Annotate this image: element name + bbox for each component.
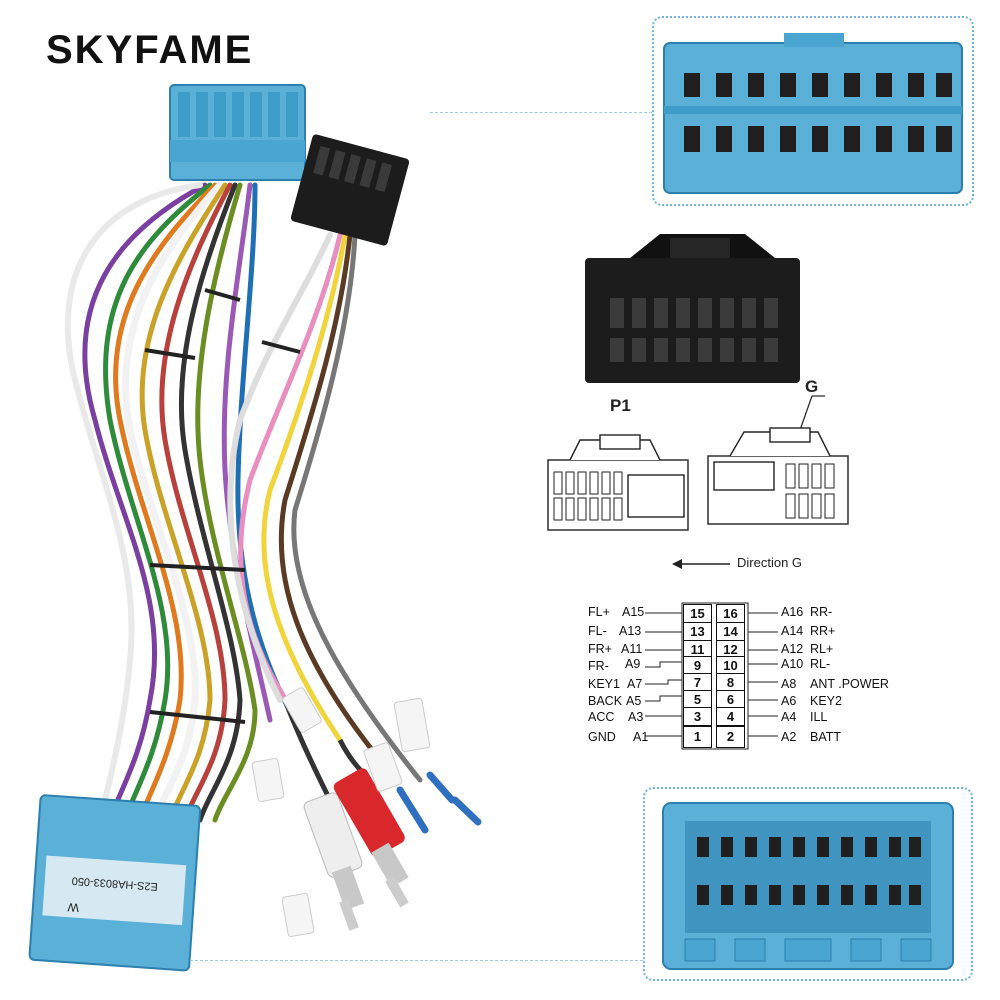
pin-label-right: ANT .POWER — [810, 677, 889, 691]
pin-number-box: 1 — [683, 726, 712, 748]
wiring-harness-photo: E2S-HA8033-050 W — [28, 84, 482, 972]
pin-number-box: 6 — [716, 690, 745, 709]
pin-code-right: A6 — [781, 694, 797, 708]
pin-label-left: KEY1 — [588, 677, 620, 691]
pin-code-right: A16 — [781, 605, 804, 619]
pin-label-right: BATT — [810, 730, 842, 744]
callout-bottom-frame — [643, 787, 973, 981]
pin-number-box: 15 — [683, 604, 712, 623]
pin-number-box: 12 — [716, 640, 745, 659]
plug-g-diagram — [707, 395, 849, 525]
pin-code-left: A11 — [621, 642, 643, 656]
pin-label-left: FL+ — [588, 605, 610, 619]
pin-number-box: 11 — [683, 640, 712, 659]
pin-code-right: A12 — [781, 642, 804, 656]
callout-top-frame — [652, 16, 974, 206]
plug-p1-label: P1 — [610, 396, 631, 415]
pin-label-left: FR+ — [588, 642, 612, 656]
pin-number-box: 9 — [683, 656, 712, 675]
callout-leader-top — [430, 112, 652, 113]
pin-label-right: ILL — [810, 710, 828, 724]
pin-label-right: RR- — [810, 605, 833, 619]
pin-number-box: 3 — [683, 707, 712, 726]
blue-connector-front-image — [663, 33, 963, 194]
pin-code-right: A2 — [781, 730, 797, 744]
pin-number-box: 5 — [683, 690, 712, 709]
plug-p1-diagram — [547, 434, 689, 531]
pin-label-left: GND — [588, 730, 616, 744]
direction-label: Direction G — [737, 555, 803, 570]
pin-label-left: FR- — [588, 659, 609, 673]
pin-number-box: 2 — [716, 726, 745, 748]
pin-code-left: A3 — [628, 710, 644, 724]
pin-code-left: A7 — [627, 677, 643, 691]
pin-code-right: A14 — [781, 624, 804, 638]
plug-g-label: G — [805, 377, 819, 396]
pin-code-left: A13 — [619, 624, 642, 638]
pin-label-left: ACC — [588, 710, 615, 724]
blue-connector-back-image — [662, 802, 954, 970]
pin-number-box: 14 — [716, 622, 745, 641]
pin-code-left: A5 — [626, 694, 642, 708]
pin-code-left: A1 — [633, 730, 649, 744]
black-plug-image — [585, 234, 800, 383]
pin-label-left: FL- — [588, 624, 607, 638]
pin-label-right: RR+ — [810, 624, 836, 638]
pin-code-left: A9 — [625, 657, 641, 671]
pin-label-right: RL- — [810, 657, 831, 671]
pin-number-box: 8 — [716, 673, 745, 692]
pin-number-box: 10 — [716, 656, 745, 675]
direction-arrow-icon — [672, 559, 730, 569]
pin-code-left: A15 — [622, 605, 645, 619]
pin-code-right: A10 — [781, 657, 804, 671]
pin-number-box: 13 — [683, 622, 712, 641]
pin-number-box: 16 — [716, 604, 745, 623]
pin-label-right: KEY2 — [810, 694, 842, 708]
pin-code-right: A4 — [781, 710, 797, 724]
pin-number-box: 4 — [716, 707, 745, 726]
plug-letter: W — [67, 900, 80, 915]
pin-code-right: A8 — [781, 677, 797, 691]
pin-label-left: BACK — [588, 694, 623, 708]
pin-label-right: RL+ — [810, 642, 834, 656]
brand-logo: SKYFAME — [46, 28, 254, 72]
callout-leader-bottom — [190, 960, 643, 961]
pin-number-box: 7 — [683, 673, 712, 692]
